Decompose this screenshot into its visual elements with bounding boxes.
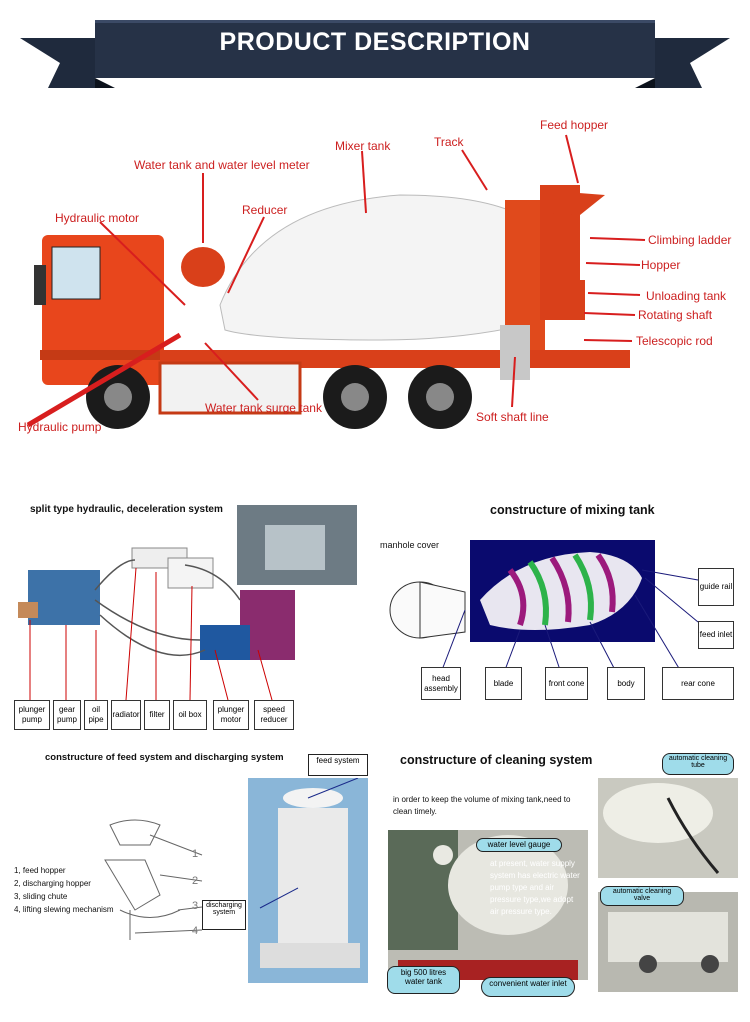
legend-item: 2, discharging hopper [14,879,91,888]
cleaning-description: at present, water supply system has elec… [490,859,580,916]
callout-number: 1 [192,848,199,860]
auto-valve-callout: automatic cleaning valve [600,886,684,906]
label-soft-shaft-line: Soft shaft line [476,410,549,424]
hydraulic-title: split type hydraulic, deceleration syste… [30,504,223,515]
tank-part: head assembly [421,667,461,700]
hydraulic-part: plunger motor [213,700,249,730]
tank-part: rear cone [662,667,734,700]
feed-inlet-label: feed inlet [698,621,734,649]
cleaning-title: constructure of cleaning system [400,753,593,767]
label-feed-hopper: Feed hopper [540,118,609,132]
cleaning-photo [388,830,588,980]
cleaning-valve-photo [598,892,738,992]
callout-number: 4 [192,925,199,937]
big-water-tank-callout: big 500 litres water tank [387,966,460,994]
legend-item: 4, lifting slewing mechanism [14,905,114,914]
mixing-tank-title: constructure of mixing tank [490,503,655,517]
label-reducer: Reducer [242,203,288,217]
tank-part: body [607,667,645,700]
cleaning-tube-photo [598,778,738,878]
tank-part: front cone [545,667,588,700]
hydraulic-part: speed reducer [254,700,294,730]
title-banner [0,0,750,95]
hydraulic-part: gear pump [53,700,81,730]
hydraulic-part: filter [144,700,170,730]
label-unloading-tank: Unloading tank [646,289,727,303]
label-rotating-shaft: Rotating shaft [638,308,713,322]
feed-system-drawing [104,819,203,940]
label-track: Track [434,135,464,149]
water-level-gauge-callout: water level gauge [476,838,562,852]
guide-rail-label: guide rail [698,568,734,606]
tank-part: blade [485,667,522,700]
hydraulic-diagram [18,505,357,701]
hydraulic-part: radiator [111,700,141,730]
legend-item: 3, sliding chute [14,892,68,901]
cleaning-intro: in order to keep the volume of mixing ta… [393,795,571,816]
page-title: PRODUCT DESCRIPTION [219,28,531,56]
mixing-tank-diagram [389,540,699,671]
label-hopper: Hopper [641,258,681,272]
label-water-tank: Water tank and water level meter [134,158,310,172]
label-hydraulic-pump: Hydraulic pump [18,420,102,434]
legend-item: 1, feed hopper [14,866,66,875]
feed-system-photo [248,778,368,983]
label-climbing-ladder: Climbing ladder [648,233,732,247]
label-telescopic-rod: Telescopic rod [636,334,713,348]
callout-number: 3 [192,900,199,912]
hydraulic-part: oil box [173,700,207,730]
feed-system-title: constructure of feed system and discharg… [45,752,284,763]
water-inlet-callout: convenient water inlet [481,977,575,997]
callout-number: 2 [192,875,199,887]
hydraulic-part: oil pipe [84,700,108,730]
feed-system-callout: feed system [308,754,368,776]
label-mixer-tank: Mixer tank [335,139,391,153]
label-hydraulic-motor: Hydraulic motor [55,211,140,225]
mixer-truck-illustration [26,134,646,429]
banner-ribbon [20,20,730,88]
hydraulic-part: plunger pump [14,700,50,730]
label-water-tank-surge: Water tank surge tank [205,401,322,415]
auto-tube-callout: automatic cleaning tube [662,753,734,775]
discharging-callout: discharging system [202,900,246,930]
manhole-label: manhole cover [380,540,440,550]
